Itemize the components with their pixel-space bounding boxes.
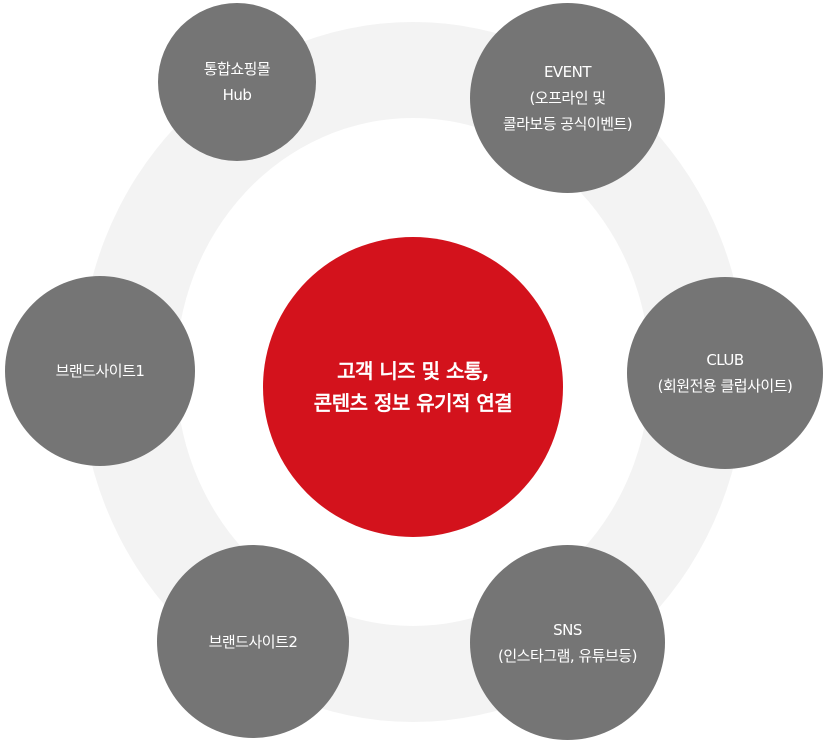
center-label-line: 고객 니즈 및 소통,	[337, 359, 489, 383]
node-club: CLUB (회원전용 클럽사이트)	[627, 277, 823, 469]
node-label-line: SNS	[553, 620, 582, 639]
node-label-line: 브랜드사이트2	[208, 632, 298, 651]
node-label-line: EVENT	[543, 63, 592, 81]
node-label-line: Hub	[222, 86, 252, 104]
node-brand-site-1: 브랜드사이트1	[5, 276, 195, 466]
node-event: EVENT (오프라인 및 콜라보등 공식이벤트)	[470, 3, 665, 193]
node-label-line: 브랜드사이트1	[55, 362, 145, 380]
node-label-line: (회원전용 클럽사이트)	[657, 377, 793, 395]
node-brand-site-2: 브랜드사이트2	[157, 545, 349, 738]
center-label-line: 콘텐츠 정보 유기적 연결	[313, 391, 513, 415]
node-label-line: CLUB	[706, 351, 744, 369]
center-hub-circle: 고객 니즈 및 소통, 콘텐츠 정보 유기적 연결	[263, 237, 563, 537]
node-label-line: 콜라보등 공식이벤트)	[502, 115, 633, 133]
node-label-line: (오프라인 및	[529, 89, 606, 107]
node-sns: SNS (인스타그램, 유튜브등)	[470, 545, 665, 740]
node-label-line: 통합쇼핑몰	[203, 60, 271, 78]
node-label-line: (인스타그램, 유튜브등)	[498, 646, 637, 665]
node-integrated-shopping-hub: 통합쇼핑몰 Hub	[158, 3, 316, 161]
